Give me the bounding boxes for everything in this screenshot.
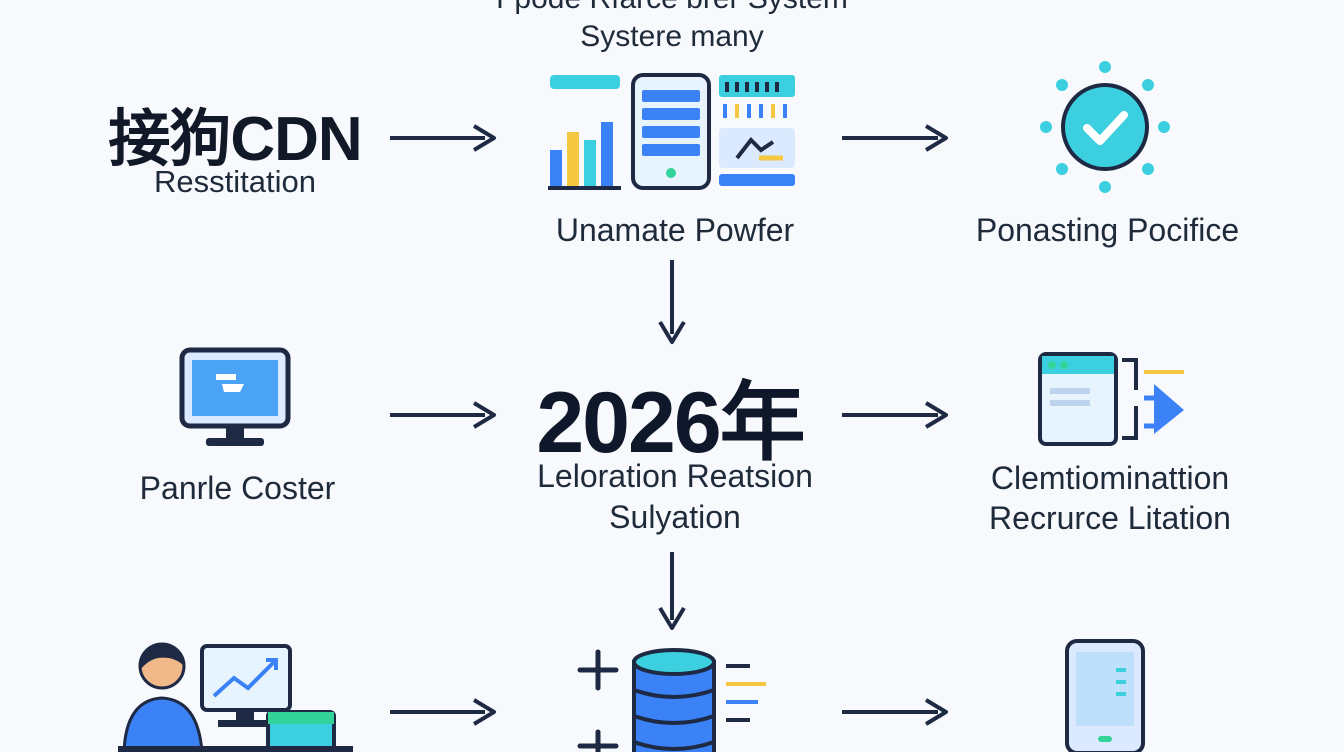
row2-center-line2: Sulyation — [609, 499, 741, 535]
row2-left-label: Panrle Coster — [139, 470, 336, 506]
brand-subtitle: Resstitation — [154, 164, 316, 199]
person-at-computer-icon — [118, 642, 353, 752]
row1-right-label: Ponasting Pocifice — [975, 212, 1240, 248]
diagram-title-line2: Systere many — [580, 20, 764, 53]
brand-name: 接狗CDN — [108, 105, 362, 174]
row2-right-line1: Clemtiominattion — [990, 460, 1230, 496]
check-badge-icon — [1040, 61, 1170, 193]
monitor-icon — [179, 347, 291, 446]
database-icon — [577, 648, 766, 752]
row2-center-line1: Leloration Reatsion — [537, 458, 813, 494]
dashboard-icon — [548, 73, 795, 190]
data-transfer-icon — [1038, 352, 1184, 446]
diagram-title-line1: Fpode Rfarce brer System — [372, 0, 972, 16]
row2-right-line2: Recrurce Litation — [989, 500, 1231, 536]
row1-center-label: Unamate Powfer — [555, 212, 795, 248]
year-heading: 2026年 — [536, 375, 805, 471]
tablet-icon — [1065, 639, 1145, 752]
